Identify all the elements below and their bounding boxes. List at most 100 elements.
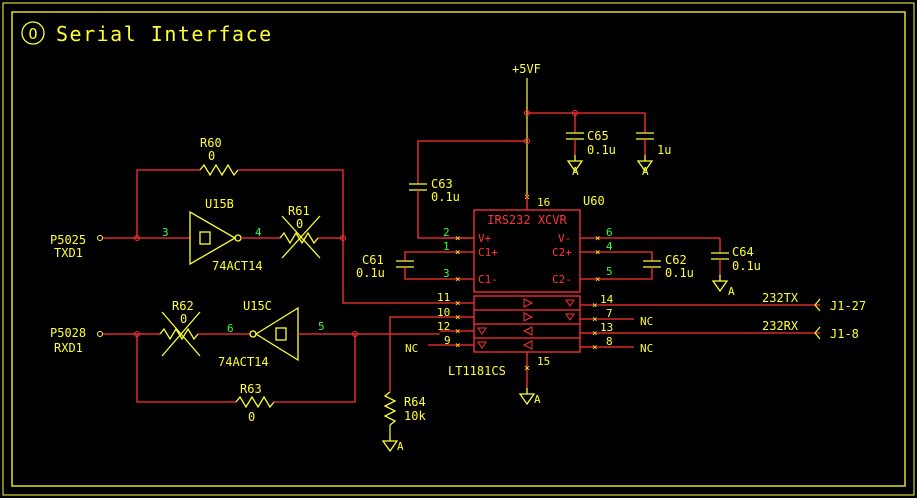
svg-text:×: × xyxy=(595,275,600,285)
svg-text:×: × xyxy=(455,313,460,323)
svg-text:×: × xyxy=(595,248,600,258)
j1-27: J1-27 xyxy=(830,299,866,313)
pin-8: 8 xyxy=(606,335,613,348)
j1-8: J1-8 xyxy=(830,327,859,341)
pin-15: 15 xyxy=(537,355,550,368)
u15c-pin-out: 5 xyxy=(318,320,325,333)
ground-label: A xyxy=(397,440,404,453)
pin-num: 5 xyxy=(606,265,613,278)
ground-label: A xyxy=(728,285,735,298)
buffer-u15c xyxy=(249,306,299,362)
c64-ref: C64 xyxy=(732,245,754,259)
u15c-pin-in: 6 xyxy=(227,322,234,335)
c61-ref: C61 xyxy=(362,253,384,267)
svg-text:×: × xyxy=(592,343,597,353)
r63-ref: R63 xyxy=(240,382,262,396)
r61-value: 0 xyxy=(296,217,303,231)
u60-ref: U60 xyxy=(583,194,605,208)
pin-10: 10 xyxy=(437,306,450,319)
sheet-badge-circle xyxy=(21,21,45,45)
pin-num: 3 xyxy=(443,267,450,280)
capacitor-c65 xyxy=(566,113,584,172)
ground-label: A xyxy=(642,165,649,178)
r62-value: 0 xyxy=(180,312,187,326)
u60-part: LT1181CS xyxy=(448,364,506,378)
pin-13: 13 xyxy=(600,321,613,334)
c63-value: 0.1u xyxy=(431,190,460,204)
junction xyxy=(524,110,530,116)
c62-ref: C62 xyxy=(665,253,687,267)
pin-name: V+ xyxy=(478,232,492,245)
svg-text:×: × xyxy=(455,327,460,337)
port-rxd xyxy=(97,331,103,337)
svg-text:×: × xyxy=(455,234,460,244)
port-txd xyxy=(97,235,103,241)
c65-value: 0.1u xyxy=(587,143,616,157)
c65-ref: C65 xyxy=(587,129,609,143)
svg-text:×: × xyxy=(592,315,597,325)
u15c-ref: U15C xyxy=(243,299,272,313)
resistor-r60 xyxy=(199,163,239,177)
rxd-name: RXD1 xyxy=(54,341,83,355)
sheet-title: Serial Interface xyxy=(56,22,273,46)
sheet-badge: O xyxy=(28,25,37,43)
nc-label: NC xyxy=(640,342,653,355)
r64-ref: R64 xyxy=(404,395,426,409)
buffer-u15b xyxy=(189,210,242,266)
svg-text:×: × xyxy=(455,248,460,258)
c64-value: 0.1u xyxy=(732,259,761,273)
driver-arrows xyxy=(477,298,575,350)
pin-name: V- xyxy=(558,232,571,245)
pin-name: C2- xyxy=(552,273,572,286)
svg-text:×: × xyxy=(455,275,460,285)
c62-value: 0.1u xyxy=(665,266,694,280)
c61-value: 0.1u xyxy=(356,266,385,280)
pin-11: 11 xyxy=(437,291,450,304)
c63-ref: C63 xyxy=(431,177,453,191)
pin-num: 2 xyxy=(443,226,450,239)
tx-net: 232TX xyxy=(762,291,799,305)
svg-text:×: × xyxy=(592,329,597,339)
resistor-r61 xyxy=(279,215,321,259)
txd-net: P5025 xyxy=(50,233,86,247)
rxd-net: P5028 xyxy=(50,326,86,340)
pin-num: 4 xyxy=(606,240,613,253)
pin-name: C1- xyxy=(478,273,498,286)
u60-right-pins xyxy=(580,237,721,280)
r62-ref: R62 xyxy=(172,299,194,313)
u60-title: IRS232 XCVR xyxy=(487,213,567,227)
u15c-part: 74ACT14 xyxy=(218,355,269,369)
txd-name: TXD1 xyxy=(54,246,83,260)
pin-7: 7 xyxy=(606,307,613,320)
ground-label: A xyxy=(572,165,579,178)
rx-net: 232RX xyxy=(762,319,799,333)
nc-label: NC xyxy=(405,342,418,355)
pin-num: 6 xyxy=(606,226,613,239)
c-bulk-value: 1u xyxy=(657,143,671,157)
capacitor-c64 xyxy=(711,252,729,292)
u15b-part: 74ACT14 xyxy=(212,259,263,273)
no-connect-marks: ××× ××× ×××× ×××× xyxy=(455,234,600,353)
u15b-ref: U15B xyxy=(205,197,234,211)
r60-value: 0 xyxy=(208,149,215,163)
svg-text:×: × xyxy=(592,301,597,311)
r63-value: 0 xyxy=(248,410,255,424)
nc-label: NC xyxy=(640,315,653,328)
power-label: +5VF xyxy=(512,62,541,76)
capacitor-c61 xyxy=(396,251,443,280)
pin-9: 9 xyxy=(444,334,451,347)
svg-text:×: × xyxy=(455,341,460,351)
capacitor-bulk xyxy=(636,113,654,172)
pin-12: 12 xyxy=(437,320,450,333)
pin-name: C2+ xyxy=(552,246,572,259)
pin-name: C1+ xyxy=(478,246,498,259)
pin-14: 14 xyxy=(600,293,614,306)
ground-label: A xyxy=(534,393,541,406)
pin-16: 16 xyxy=(537,196,550,209)
u15b-pin-out: 4 xyxy=(255,226,262,239)
sheet-border xyxy=(11,11,906,487)
u15b-pin-in: 3 xyxy=(162,226,169,239)
resistor-r63 xyxy=(235,395,275,409)
